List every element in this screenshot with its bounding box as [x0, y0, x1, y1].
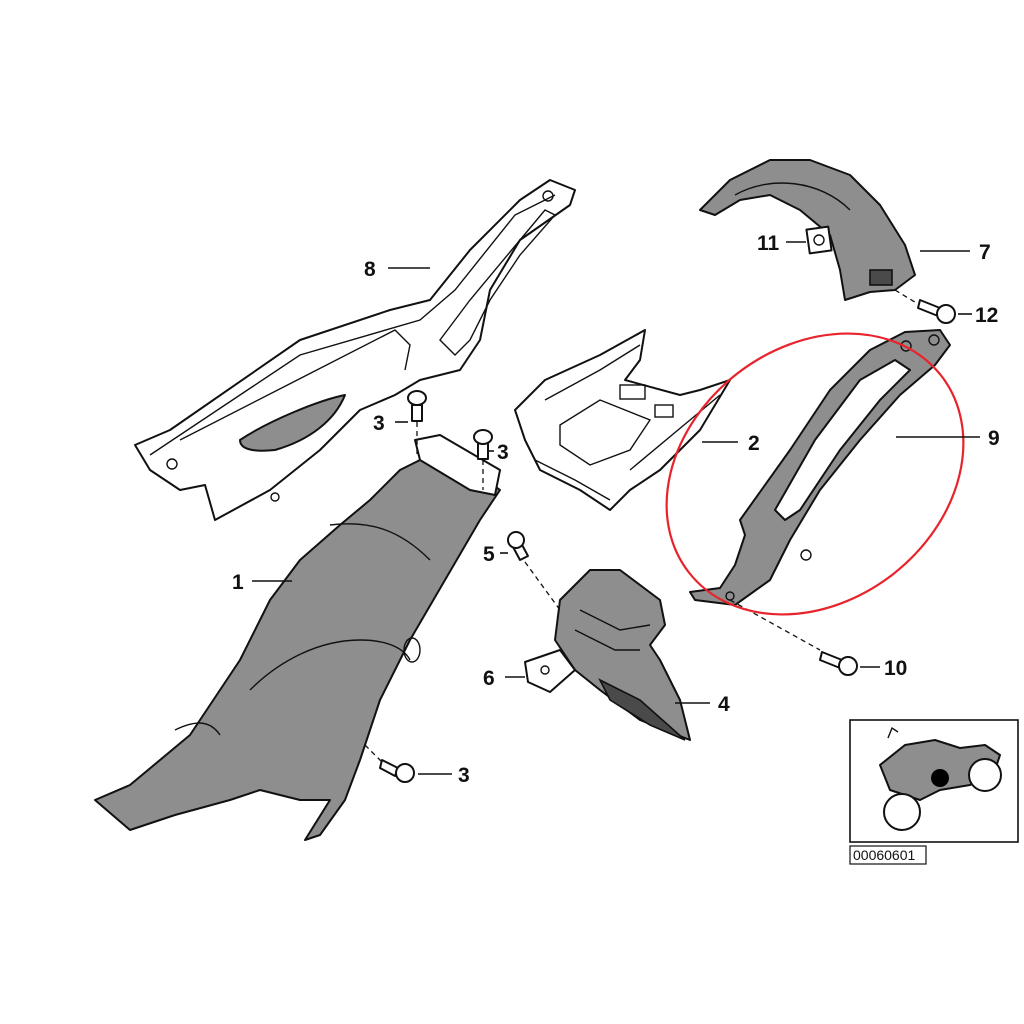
- highlight-ellipse: [665, 332, 965, 616]
- callout-3a: 3: [373, 412, 385, 435]
- callout-12: 12: [975, 304, 998, 327]
- part-5-screw[interactable]: [507, 531, 529, 561]
- part-6-bracket[interactable]: [524, 649, 576, 693]
- inset-box: 00060601: [849, 719, 1019, 865]
- callout-1: 1: [232, 571, 244, 594]
- callout-6: 6: [483, 667, 495, 690]
- motorcycle-icon: [879, 726, 1002, 831]
- part-10-screw[interactable]: [819, 651, 858, 676]
- part-7-rear-cowl[interactable]: [699, 159, 916, 301]
- callout-4: 4: [718, 693, 730, 716]
- part-3-screw-b[interactable]: [473, 429, 493, 460]
- callout-7: 7: [979, 241, 991, 264]
- part-4-tail-light[interactable]: [554, 569, 691, 741]
- assembly-lines: [364, 289, 919, 763]
- callout-5: 5: [483, 543, 495, 566]
- callout-8: 8: [364, 258, 376, 281]
- callout-2: 2: [748, 432, 760, 455]
- part-2-center-bracket[interactable]: [514, 329, 731, 511]
- callout-3b: 3: [497, 441, 509, 464]
- part-8-side-panel[interactable]: [134, 179, 576, 521]
- inset-code: 00060601: [853, 847, 916, 863]
- callout-11: 11: [757, 232, 780, 255]
- callout-3c: 3: [458, 764, 470, 787]
- part-1-rear-fender[interactable]: [94, 434, 501, 841]
- part-3-screw-a[interactable]: [407, 390, 427, 422]
- part-12-screw[interactable]: [917, 299, 956, 324]
- callout-labels: 1 2 3 3 3 4 5 6 7 8 9 10 11 12: [232, 232, 1000, 787]
- callout-9: 9: [988, 427, 1000, 450]
- part-3-screw-c[interactable]: [379, 759, 415, 783]
- part-9-side-trim[interactable]: [689, 329, 951, 606]
- leader-lines: [252, 241, 980, 775]
- callout-10: 10: [884, 657, 907, 680]
- part-11-nut[interactable]: [805, 225, 833, 255]
